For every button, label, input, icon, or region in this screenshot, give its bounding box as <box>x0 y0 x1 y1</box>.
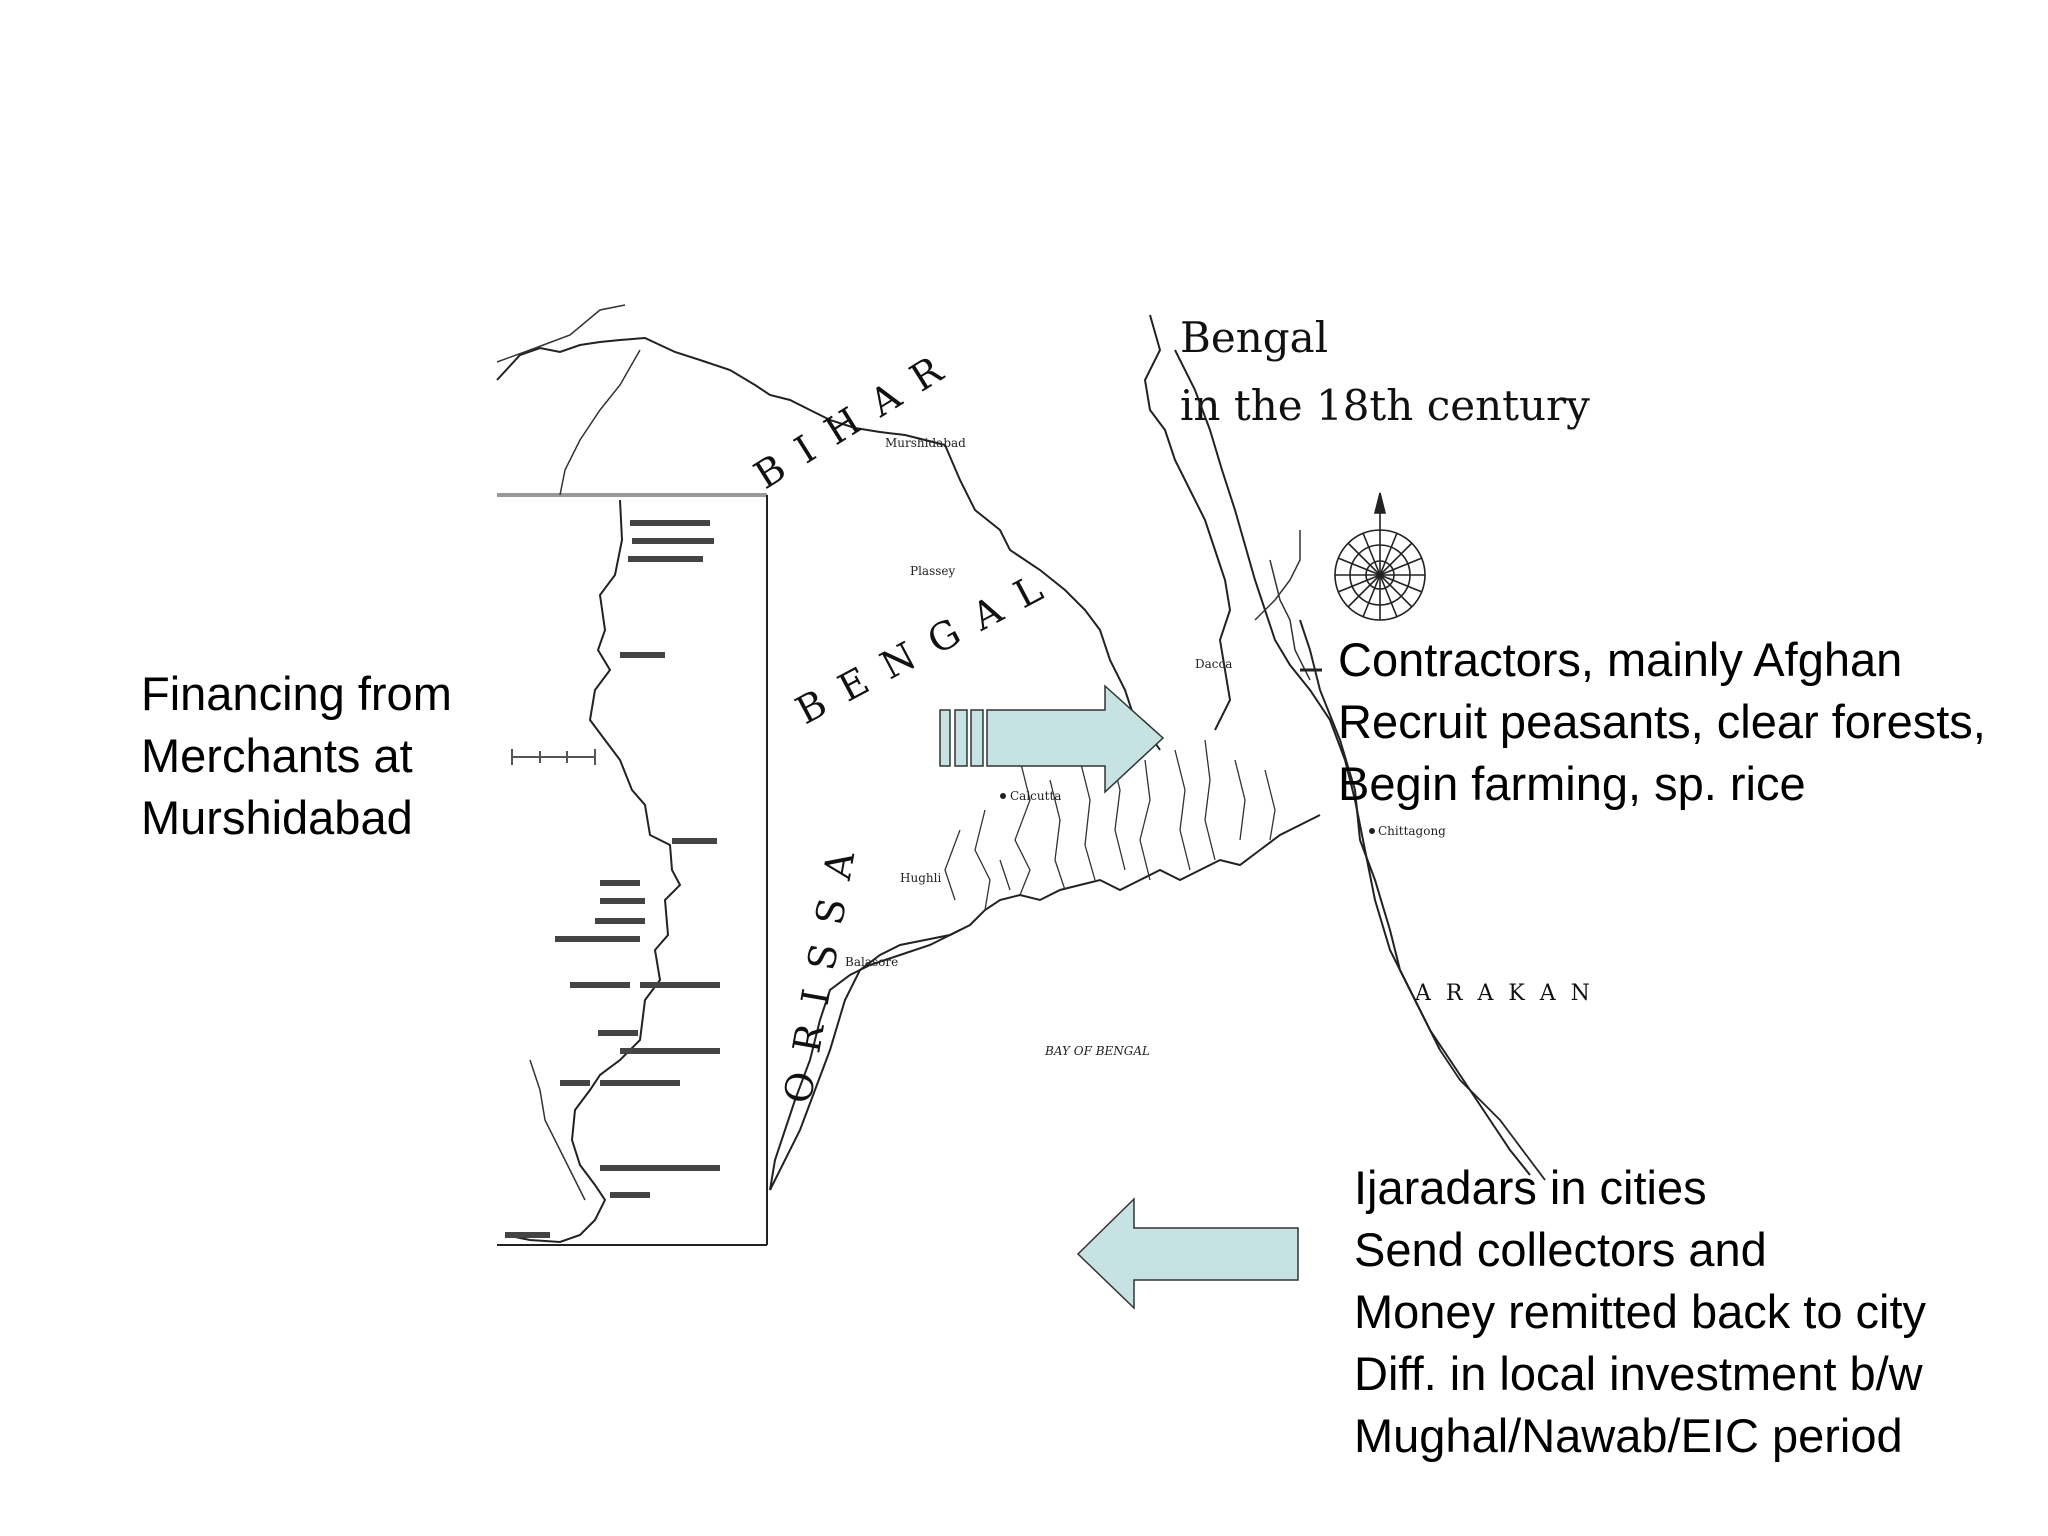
right-text-line-2: Recruit peasants, clear forests, <box>1338 695 1986 748</box>
left-text-line-3: Murshidabad <box>141 791 413 844</box>
left-text-line-1: Financing from <box>141 667 452 720</box>
ganges-main <box>1143 314 1232 731</box>
place-label-chittagong: Chittagong <box>1378 824 1446 838</box>
region-bengal: B E N G A L <box>789 564 1054 733</box>
right-arrow-stripe-1 <box>939 709 951 767</box>
brahmaputra-river <box>1174 349 1531 1176</box>
bottom-text-line-4: Diff. in local investment b/w <box>1354 1347 1923 1400</box>
bottom-text-line-3: Money remitted back to city <box>1354 1285 1927 1338</box>
delta-channels <box>944 739 1276 911</box>
inset-coastline <box>504 499 682 1244</box>
region-arakan: A R A K A N <box>1414 981 1594 1006</box>
inset-place-labels <box>505 520 720 1238</box>
compass-rose-icon <box>1334 492 1426 621</box>
right-arrow-body <box>986 684 1165 794</box>
place-marker-chittagong <box>1369 828 1375 834</box>
map-title-line2: in the 18th century <box>1180 381 1590 430</box>
arakan-coast <box>1439 1049 1546 1181</box>
bottom-text-line-1: Ijaradars in cities <box>1354 1161 1707 1214</box>
place-label-plassey: Plassey <box>910 564 955 578</box>
sea-label: BAY OF BENGAL <box>1044 1044 1150 1058</box>
bottom-text-line-5: Mughal/Nawab/EIC period <box>1354 1409 1903 1462</box>
eastern-coast <box>1299 619 1441 1051</box>
place-marker-calcutta <box>1000 793 1006 799</box>
left-text-block: Financing from Merchants at Murshidabad <box>141 663 452 849</box>
left-arrow <box>1076 1197 1299 1310</box>
northern-river-tributary <box>496 304 626 363</box>
place-label-hughli: Hughli <box>900 871 941 885</box>
delta-coastline <box>769 814 1321 1191</box>
scale-bar <box>511 749 596 765</box>
region-bihar: B I H A R <box>746 346 953 498</box>
bottom-text-line-2: Send collectors and <box>1354 1223 1767 1276</box>
place-label-dacca: Dacca <box>1195 657 1232 671</box>
place-label-calcutta: Calcutta <box>1010 789 1061 803</box>
place-label-balasore: Balasore <box>845 955 898 969</box>
left-text-line-2: Merchants at <box>141 729 413 782</box>
right-text-line-3: Begin farming, sp. rice <box>1338 757 1806 810</box>
meghna-river <box>1269 559 1311 681</box>
northern-river <box>496 336 946 446</box>
right-arrow <box>939 684 1165 794</box>
river-northeast <box>1254 530 1301 621</box>
bottom-text-block: Ijaradars in cities Send collectors and … <box>1354 1157 1926 1467</box>
orissa-coast <box>769 929 961 1191</box>
right-arrow-stripe-2 <box>954 709 968 767</box>
place-label-murshidabad: Murshidabad <box>885 436 966 450</box>
map-title-line1: Bengal <box>1180 313 1328 362</box>
inset-coast-west <box>529 1059 586 1201</box>
right-text-block: Contractors, mainly Afghan Recruit peasa… <box>1338 629 1986 815</box>
inset-frame <box>497 493 768 1246</box>
right-arrow-stripe-3 <box>970 709 984 767</box>
bihar-boundary <box>559 349 641 496</box>
right-text-line-1: Contractors, mainly Afghan <box>1338 633 1903 686</box>
